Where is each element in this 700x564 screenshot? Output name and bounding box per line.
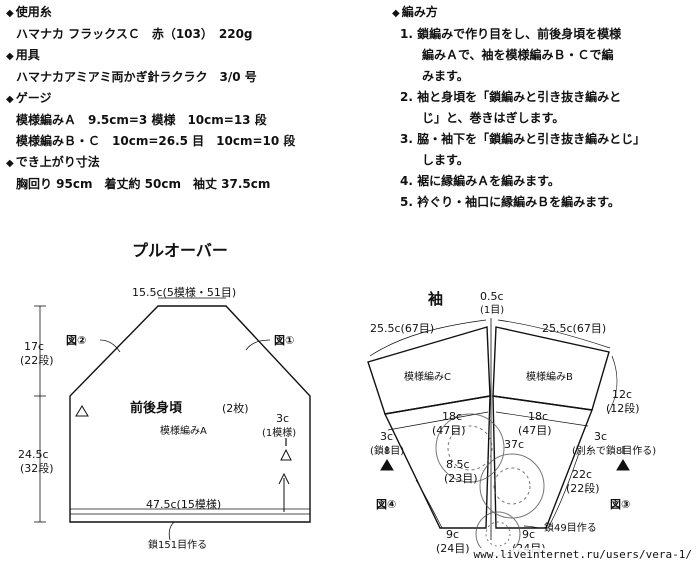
sleeve-left-yoke [367,326,491,415]
side-pattern-count: (1模様) [262,426,296,439]
sleeve-right-yoke [492,326,610,411]
step-2-line-b: じ」と、巻きはぎします。 [422,111,565,125]
sleeve-lower-height: 22c [572,468,592,481]
step-1-line-b: 編みＡで、袖を模様編みＢ・Ｃで編 [422,48,614,62]
step-4: 4. 裾に縁編みＡを編みます。 [400,174,560,188]
left-underarm-width: 3c [380,430,393,443]
bottom-width: 47.5c(15模様) [146,497,221,511]
body-diagram [34,297,311,541]
sleeve-diagram [367,318,630,557]
instructions-block: 編み方 1. 鎖編みで作り目をし、前後身頃を模様 編みＡで、袖を模様編みＢ・Ｃで… [392,2,645,213]
right-underarm-chain: (別糸で鎖8目作る) [572,444,656,457]
tools-text: ハマナカアミアミ両かぎ針ラクラク 3/0 号 [16,70,257,84]
tools-heading: 用具 [6,45,295,67]
sleeve-pattern-c: 模様編みC [404,370,451,383]
sleeve-cap-rows: (12段) [606,401,640,415]
gauge-heading: ゲージ [6,88,295,110]
materials-block: 使用糸 ハマナカ フラックスＣ 赤（103） 220g 用具 ハマナカアミアミ両… [6,2,296,195]
gauge-line-1: 模様編みＡ 9.5cm=3 模様 10cm=13 段 [16,113,267,127]
body-title: プルオーバー [132,241,228,260]
cast-on-chain: 鎖151目作る [148,538,207,551]
sleeve-length: 37c [504,438,524,451]
sleeve-right-width: 25.5c(67目) [542,322,606,335]
side-width: 3c [276,412,289,425]
right-underarm-width: 3c [594,430,607,443]
sleeve-lower-rows: (22段) [566,481,600,495]
gauge-line-2: 模様編みＢ・Ｃ 10cm=26.5 目 10cm=10 段 [16,134,296,148]
body-pattern: 模様編みA [160,424,207,437]
figure-1-label: 図① [274,333,294,347]
figure-2-label: 図② [66,333,86,347]
center-width: 8.5c [446,458,470,471]
size-text: 胸回り 95cm 着丈約 50cm 袖丈 37.5cm [16,177,271,191]
left-underarm-chain: (鎖8目) [370,444,404,457]
yarn-text: ハマナカ フラックスＣ 赤（103） 220g [16,27,253,41]
figure-3-label: 図③ [610,497,630,511]
step-2-line-a: 2. 袖と身頃を「鎖編みと引き抜き編みと [400,90,622,104]
instructions-heading: 編み方 [392,2,645,24]
lower-height: 24.5c [18,448,49,461]
sleeve-top-width: 0.5c [480,290,504,303]
step-1-line-c: みます。 [422,69,469,83]
upper-height: 17c [24,340,44,353]
body-outline [69,305,311,523]
step-3-line-a: 3. 脇・袖下を「鎖編みと引き抜き編みとじ」 [400,132,646,146]
body-panel-name: 前後身頃 [130,400,183,416]
watermark-url: www.liveinternet.ru/users/vera-1/ [471,548,694,561]
sleeve-title: 袖 [428,290,443,308]
step-1-line-a: 1. 鎖編みで作り目をし、前後身頃を模様 [400,27,622,41]
center-stitches: (23目) [444,472,478,485]
sleeve-left-lower [383,395,491,529]
sleeve-cap-height: 12c [612,388,632,401]
yarn-heading: 使用糸 [6,2,295,24]
size-heading: でき上がり寸法 [6,152,295,174]
left-mid-stitches: (47目) [432,424,466,437]
right-mid-stitches: (47目) [518,424,552,437]
upper-rows: (22段) [20,353,54,367]
step-5: 5. 衿ぐり・袖口に縁編みＢを編みます。 [400,195,620,209]
left-cuff-width: 9c [446,528,459,541]
figure-4-label: 図④ [376,497,396,511]
body-panel-count: (2枚) [222,401,249,415]
sleeve-top-stitches: (1目) [480,305,504,316]
sleeve-right-lower [492,395,593,529]
body-top-width: 15.5c(5模様・51目) [132,285,236,299]
sleeve-left-width: 25.5c(67目) [370,322,434,335]
left-cuff-stitches: (24目) [436,542,470,555]
step-3-line-b: します。 [422,153,469,167]
sleeve-chain: 鎖49目作る [544,521,597,534]
lower-rows: (32段) [20,461,54,475]
right-cuff-width: 9c [522,528,535,541]
right-mid-width: 18c [528,410,548,423]
sleeve-pattern-b: 模様編みB [526,370,573,383]
left-mid-width: 18c [442,410,462,423]
